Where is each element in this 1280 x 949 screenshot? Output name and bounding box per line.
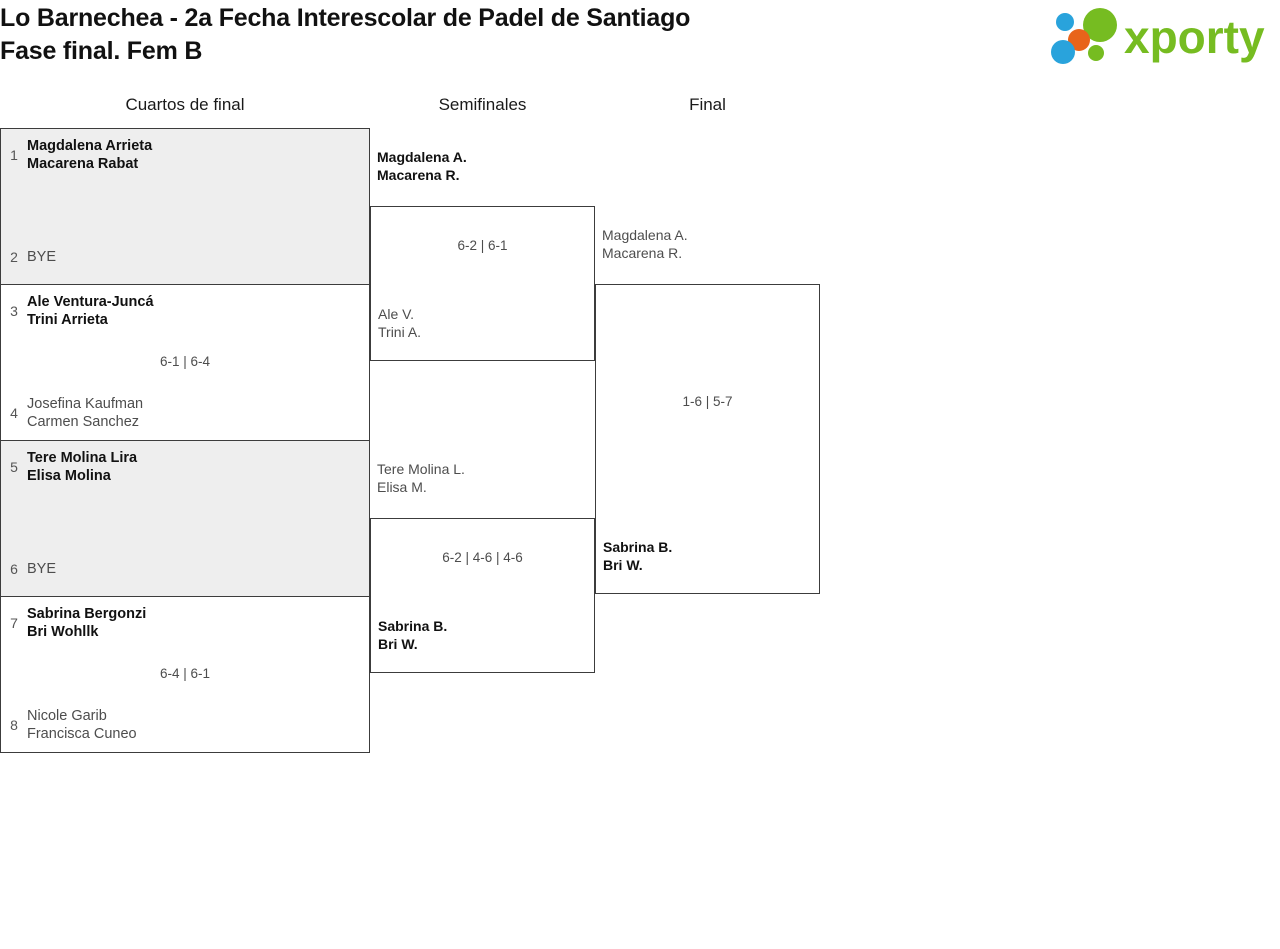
match-sf-1-bottom-team[interactable]: Ale V. Trini A. [378,306,422,340]
team-names: BYE [27,561,57,577]
logo-wordmark: xporty [1124,11,1265,63]
page-title-line1: Lo Barnechea - 2a Fecha Interescolar de … [0,4,691,32]
team-names: Magdalena Arrieta Macarena Rabat [27,138,153,172]
match-qf-3[interactable]: 5 Tere Molina Lira Elisa Molina 6 BYE [0,440,370,597]
match-sf-2-score: 6-2 | 4-6 | 4-6 [442,550,523,565]
match-qf-1-bottom-slot[interactable]: 2 BYE [1,247,369,267]
seed-number: 8 [10,716,18,733]
match-qf-2-top-slot[interactable]: 3 Ale Ventura-Juncá Trini Arrieta [1,293,369,329]
logo-dot-orange [1068,29,1090,51]
seed-number: 2 [10,248,18,265]
match-qf-1-top-slot[interactable]: 1 Magdalena Arrieta Macarena Rabat [1,137,369,173]
match-qf-4-bottom-slot[interactable]: 8 Nicole Garib Francisca Cuneo [1,707,369,743]
logo-dot-green-large [1083,8,1117,42]
page-title: Lo Barnechea - 2a Fecha Interescolar de … [0,2,1000,68]
match-qf-2-score: 6-1 | 6-4 [159,354,211,369]
match-final-bottom-team[interactable]: Sabrina B. Bri W. [603,539,673,573]
seed-number: 3 [10,302,18,319]
seed-number: 7 [10,614,18,631]
team-names: Josefina Kaufman Carmen Sanchez [27,396,144,430]
seed-number: 6 [10,560,18,577]
logo-dot-green-small [1088,45,1104,61]
match-final-score: 1-6 | 5-7 [682,394,733,409]
match-final[interactable]: 1-6 | 5-7 Sabrina B. Bri W. [595,284,820,594]
xporty-logo[interactable]: xporty [1048,6,1274,68]
team-names: BYE [27,249,57,265]
round-header-semifinals: Semifinales [438,95,527,114]
team-names: Sabrina Bergonzi Bri Wohllk [27,606,147,640]
logo-dot-blue-top [1056,13,1074,31]
seed-number: 1 [10,146,18,163]
match-final-top-team[interactable]: Magdalena A. Macarena R. [602,227,688,261]
match-qf-4-top-slot[interactable]: 7 Sabrina Bergonzi Bri Wohllk [1,605,369,641]
match-qf-2-bottom-slot[interactable]: 4 Josefina Kaufman Carmen Sanchez [1,395,369,431]
match-sf-1-top-team[interactable]: Magdalena A. Macarena R. [377,149,467,183]
team-names: Ale Ventura-Juncá Trini Arrieta [27,294,154,328]
seed-number: 5 [10,458,18,475]
match-qf-2[interactable]: 3 Ale Ventura-Juncá Trini Arrieta 6-1 | … [0,284,370,441]
match-sf-2[interactable]: 6-2 | 4-6 | 4-6 Sabrina B. Bri W. [370,518,595,673]
match-sf-2-top-team[interactable]: Tere Molina L. Elisa M. [377,461,465,495]
match-qf-4-score: 6-4 | 6-1 [159,666,211,681]
logo-dot-blue-bottom [1051,40,1075,64]
round-header-quarterfinals: Cuartos de final [125,95,245,114]
match-qf-3-top-slot[interactable]: 5 Tere Molina Lira Elisa Molina [1,449,369,485]
match-sf-1[interactable]: 6-2 | 6-1 Ale V. Trini A. [370,206,595,361]
match-qf-1[interactable]: 1 Magdalena Arrieta Macarena Rabat 2 BYE [0,128,370,285]
match-qf-3-bottom-slot[interactable]: 6 BYE [1,559,369,579]
round-header-final: Final [689,95,726,114]
match-qf-4[interactable]: 7 Sabrina Bergonzi Bri Wohllk 6-4 | 6-1 … [0,596,370,753]
team-names: Tere Molina Lira Elisa Molina [27,450,138,484]
match-sf-1-score: 6-2 | 6-1 [457,238,508,253]
team-names: Nicole Garib Francisca Cuneo [27,708,137,742]
seed-number: 4 [10,404,18,421]
page-title-line2: Fase final. Fem B [0,37,203,65]
match-sf-2-bottom-team[interactable]: Sabrina B. Bri W. [378,618,448,652]
